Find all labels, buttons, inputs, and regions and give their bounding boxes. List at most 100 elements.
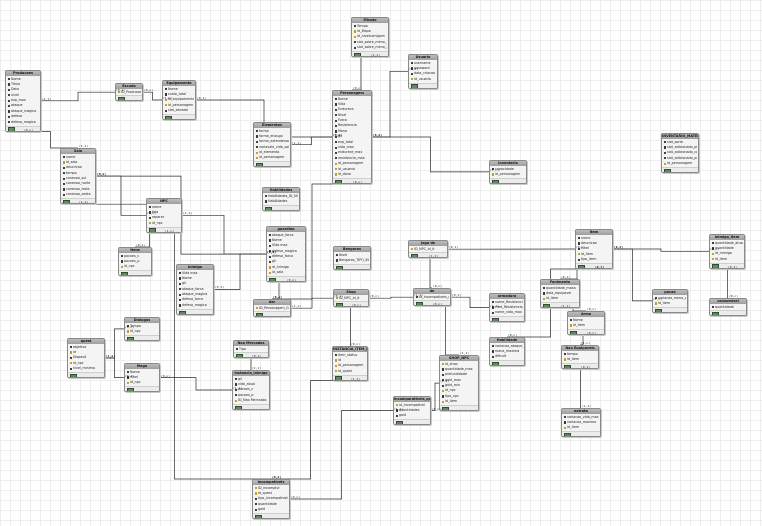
- key-icon: [577, 253, 580, 256]
- attribute-name: gil: [338, 134, 342, 139]
- attribute-name: id_inimigo: [272, 264, 289, 269]
- attribute-list: nome_Resistenciacred_Resistencia_tasnome…: [490, 299, 524, 316]
- attribute-row: objetivo: [69, 345, 103, 350]
- attribute-list: ID_NPC_id_it: [409, 246, 447, 252]
- cardinality-label: (0,1): [595, 265, 605, 269]
- cardinality-label: (0,n): [587, 330, 597, 335]
- attribute-name: id_item: [567, 356, 580, 361]
- cardinality-label: (0,n): [272, 475, 282, 479]
- key-icon: [255, 135, 258, 138]
- relationship-line: [291, 297, 333, 309]
- entity-incomparativeisquest[interactable]: incomparativeis_questid_incompativelquan…: [393, 396, 431, 426]
- table-icon: [570, 330, 577, 334]
- cardinality-label: (0,1): [449, 245, 459, 250]
- attribute-name: id_item: [658, 300, 671, 305]
- attribute-row: gold: [395, 413, 429, 418]
- attribute-name: id_usuario: [338, 166, 355, 171]
- key-icon: [178, 277, 181, 280]
- attribute-name: Data: [11, 87, 19, 92]
- attribute-name: id_quest: [258, 490, 272, 495]
- attribute-row: id_inimigo: [268, 265, 304, 270]
- table-icon: [236, 354, 243, 358]
- key-icon: [563, 426, 566, 429]
- attribute-name: ID_incomptvl: [258, 485, 280, 490]
- attribute-row: id_item: [577, 252, 611, 257]
- attribute-name: slot_sobre_mimo_1: [357, 39, 387, 44]
- cardinality-label: (0,n): [508, 333, 518, 337]
- attribute-row: gold_max: [441, 378, 477, 383]
- key-icon: [7, 104, 10, 108]
- entity-title: Arma: [568, 312, 604, 317]
- attribute-name: Disposit: [73, 355, 87, 360]
- attribute-row: ID_Producoes: [117, 90, 141, 95]
- attribute-row: Nome: [569, 318, 603, 323]
- attribute-row: id_sala: [62, 160, 94, 165]
- key-icon: [441, 384, 444, 387]
- cardinality-label: (1,1): [582, 404, 592, 408]
- entity-inventariomaterial[interactable]: INVENTARIO_MATERIALslot_sorteslot_adicio…: [661, 133, 699, 173]
- key-icon: [164, 104, 167, 107]
- attribute-name: variacao_meno_vit: [658, 295, 686, 300]
- key-icon: [410, 248, 413, 251]
- attribute-name: gold: [258, 507, 266, 512]
- key-icon: [441, 363, 444, 366]
- key-icon: [577, 258, 580, 261]
- cardinality-label: (0,1): [97, 172, 107, 177]
- key-icon: [234, 394, 237, 397]
- key-icon: [334, 98, 337, 101]
- attribute-name: pocoes_p: [124, 258, 140, 263]
- key-icon: [353, 46, 356, 49]
- entity-instanciaitemman[interactable]: INSTANCIA_ITEM_MANitem_statusidid_person…: [332, 346, 368, 381]
- table-icon: [179, 310, 186, 314]
- key-icon: [255, 140, 258, 143]
- entity-footer: [254, 161, 290, 167]
- entity-title: Missão: [352, 18, 388, 23]
- attribute-name: Vida: [338, 101, 346, 106]
- attribute-name: nivel: [581, 246, 589, 251]
- key-icon: [62, 193, 65, 196]
- attribute-row: id_Mapa: [353, 29, 387, 34]
- key-icon: [69, 356, 72, 359]
- entity-habilidade[interactable]: Habilidadevariacao_ataque_mmana_maximadi…: [489, 337, 525, 367]
- cardinality-label: (0,1): [334, 294, 344, 299]
